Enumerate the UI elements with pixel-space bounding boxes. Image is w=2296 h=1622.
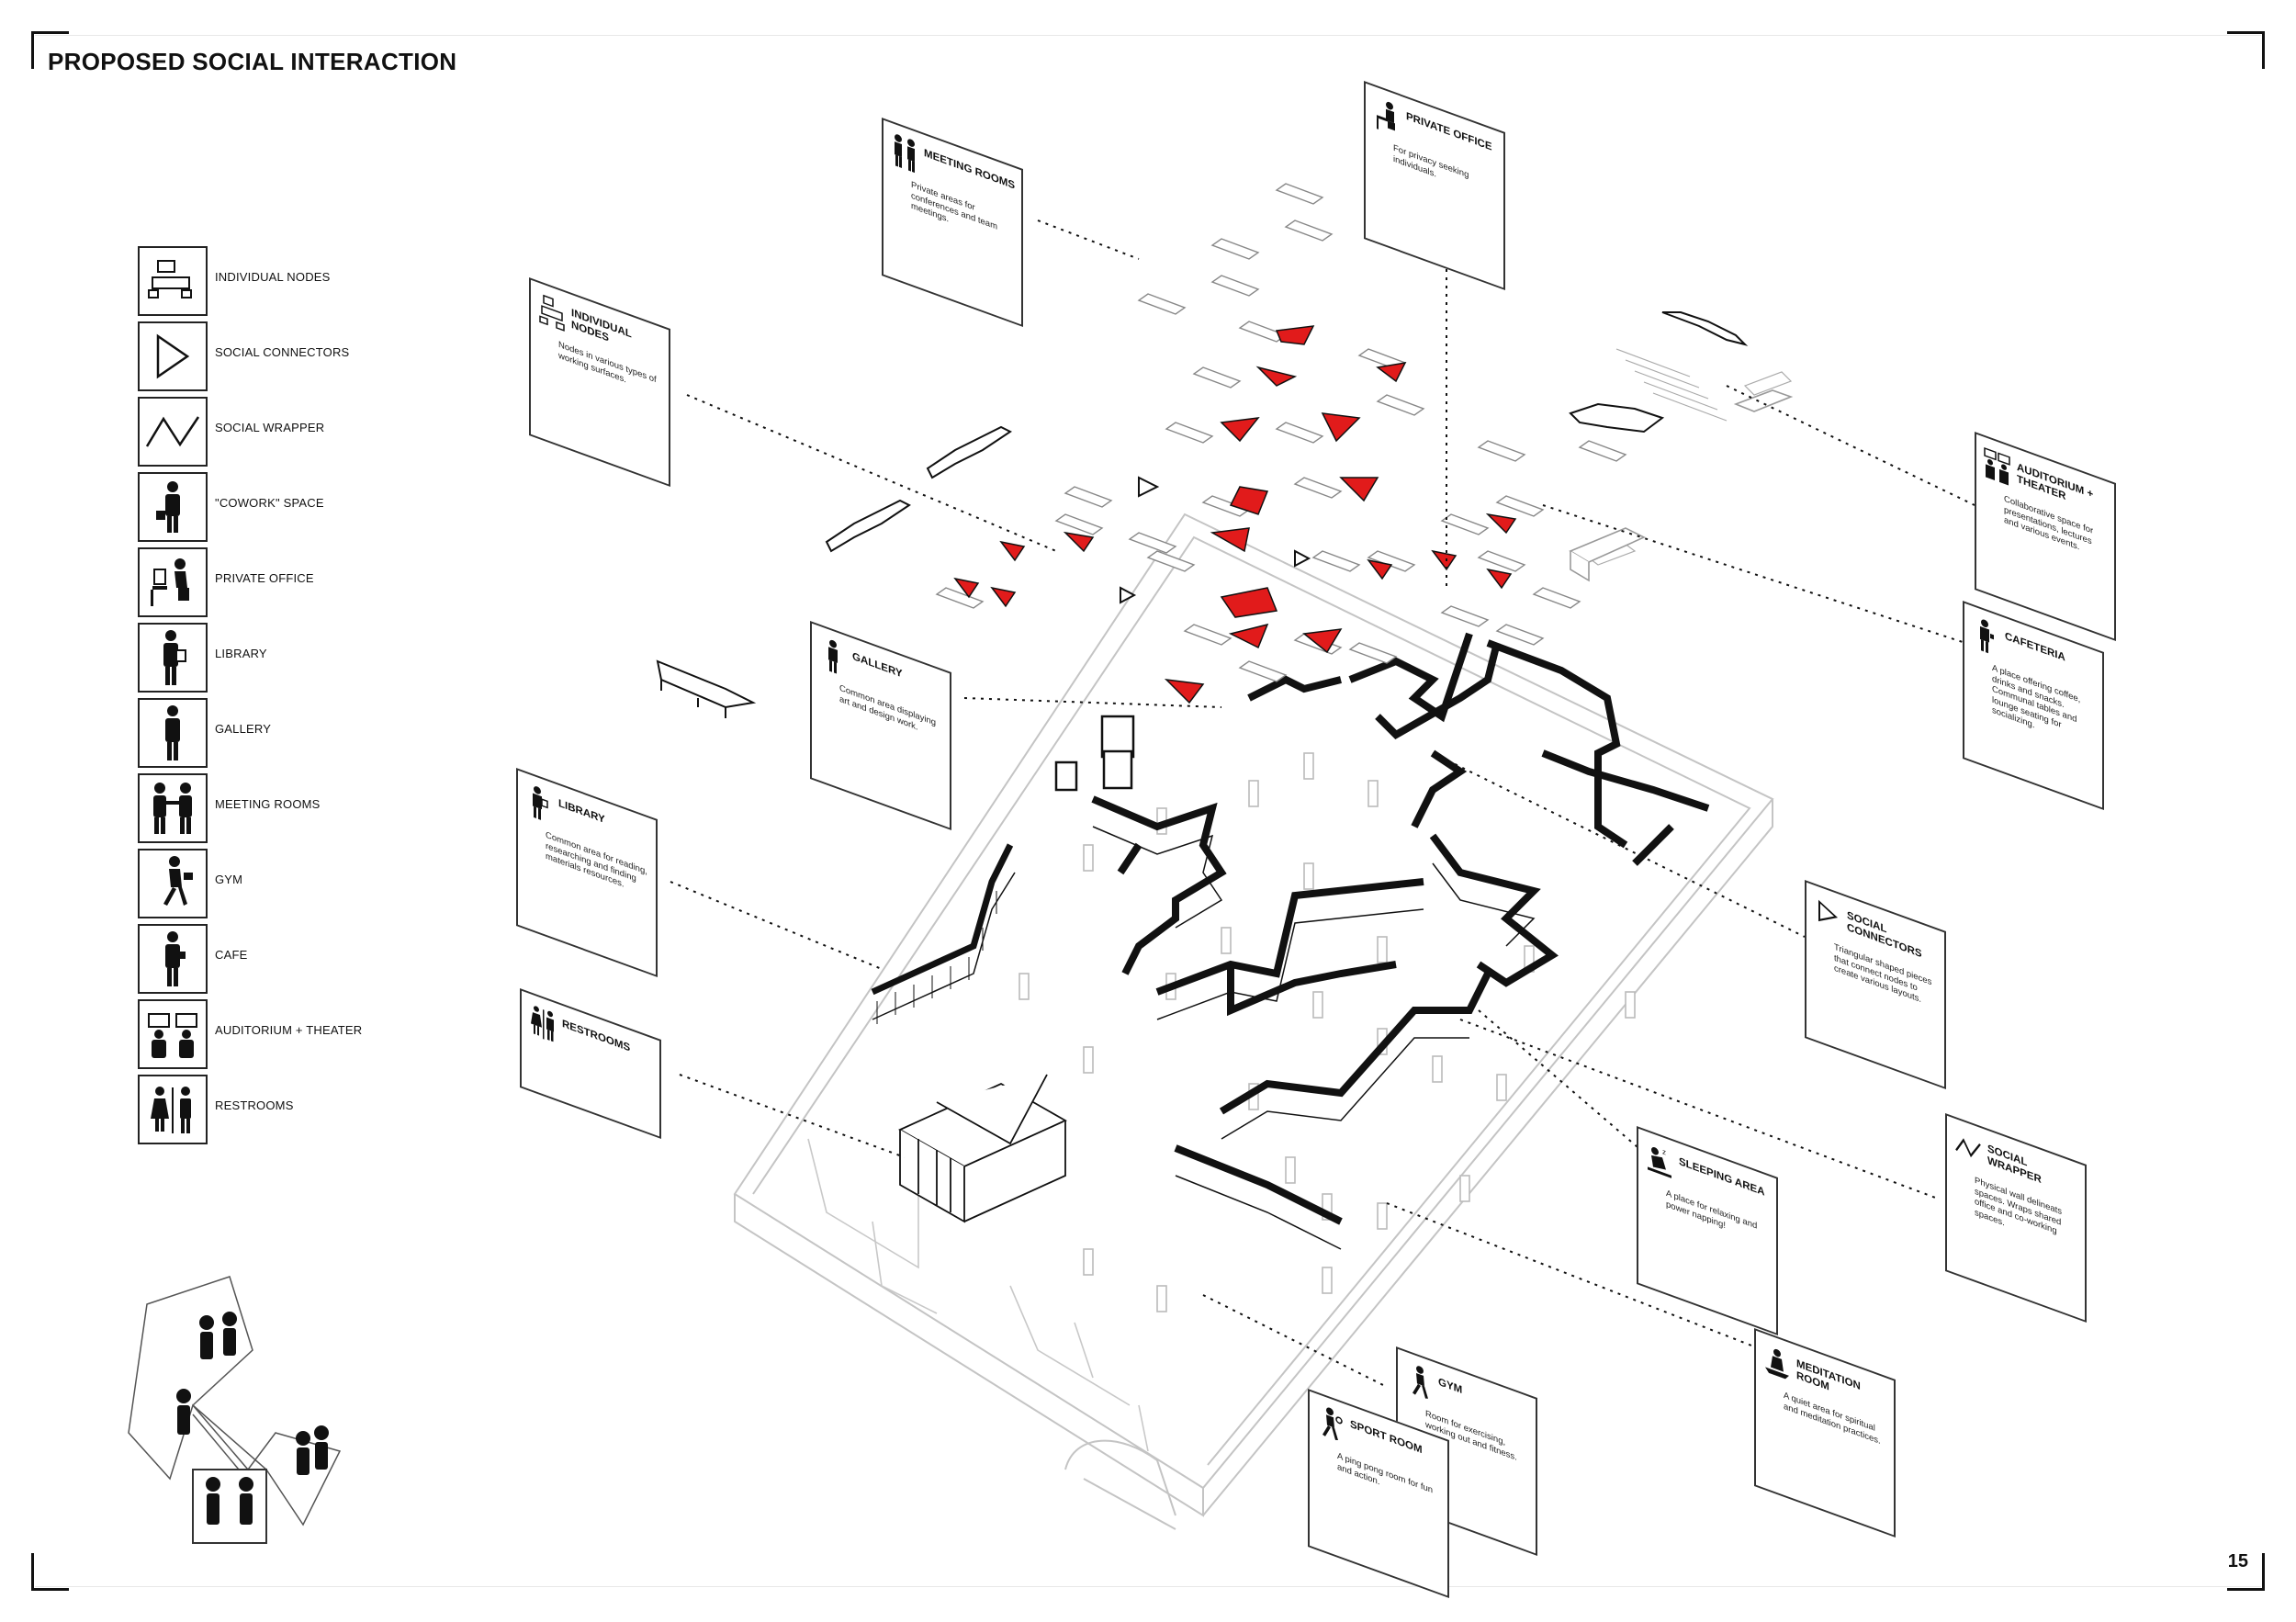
zigzag-icon xyxy=(138,397,208,467)
legend-item-social-connectors: SOCIAL CONNECTORS xyxy=(138,321,441,391)
legend-item-private-office: PRIVATE OFFICE xyxy=(138,547,441,617)
legend-item-gallery: GALLERY xyxy=(138,698,441,768)
social-wrapper-walls xyxy=(1091,632,1710,1225)
legend-label: PRIVATE OFFICE xyxy=(215,571,314,585)
individual-nodes-icon xyxy=(538,290,566,337)
cafeteria-block xyxy=(1569,389,1794,582)
desk-worker-icon xyxy=(138,547,208,617)
desk-worker-icon xyxy=(1373,94,1401,141)
crop-mark-bottom-left xyxy=(31,1553,69,1591)
card-description: Common area displaying art and design wo… xyxy=(839,682,937,733)
social-wrapper-wall-faces xyxy=(1092,826,1536,1250)
audience-icon xyxy=(138,999,208,1069)
legend-item-cowork: "COWORK" SPACE xyxy=(138,472,441,542)
floating-bench xyxy=(656,659,757,718)
social-triangle-pictogram xyxy=(128,1276,342,1544)
cowork-person-icon xyxy=(138,472,208,542)
leader-lines xyxy=(670,211,1975,1388)
open-triangle-connectors xyxy=(1120,476,1311,604)
page-number: 15 xyxy=(2227,1551,2248,1571)
standing-person-icon xyxy=(819,634,847,681)
legend-label: GYM xyxy=(215,873,243,886)
ping-pong-icon xyxy=(1317,1402,1345,1448)
card-description: Private areas for conferences and team m… xyxy=(911,179,998,232)
card-social-connectors: SOCIAL CONNECTORS Triangular shaped piec… xyxy=(1805,880,1946,1090)
legend-label: MEETING ROOMS xyxy=(215,797,321,811)
reader-icon xyxy=(138,623,208,693)
card-restrooms: RESTROOMS xyxy=(520,988,661,1140)
crop-mark-top-left xyxy=(31,31,69,69)
handshake-icon xyxy=(138,773,208,843)
meditation-icon xyxy=(1763,1341,1791,1388)
card-description: A place for relaxing and power napping! xyxy=(1666,1188,1758,1232)
card-description: Common area for reading, researching and… xyxy=(546,829,647,890)
legend-label: CAFE xyxy=(215,948,248,962)
card-meditation-room: MEDITATION ROOM A quiet area for spiritu… xyxy=(1754,1328,1896,1538)
svg-text:z: z xyxy=(1662,1147,1666,1156)
legend-item-gym: GYM xyxy=(138,849,441,918)
zigzag-icon xyxy=(1954,1126,1982,1173)
legend-item-social-wrapper: SOCIAL WRAPPER xyxy=(138,397,441,467)
card-description: For privacy seeking individuals. xyxy=(1393,142,1469,181)
card-gym: GYM Room for exercising, working out and… xyxy=(1396,1346,1537,1557)
card-meeting-rooms: MEETING ROOMS Private areas for conferen… xyxy=(882,118,1023,328)
page-title: PROPOSED SOCIAL INTERACTION xyxy=(48,48,457,75)
bottom-border-line xyxy=(35,1586,2261,1587)
handshake-icon xyxy=(891,130,918,177)
interior-rooms xyxy=(807,1138,1149,1452)
node-modules xyxy=(825,311,1749,553)
restroom-icon xyxy=(529,1001,557,1048)
legend-label: SOCIAL CONNECTORS xyxy=(215,345,350,359)
legend-item-library: LIBRARY xyxy=(138,623,441,693)
crop-mark-top-right xyxy=(2227,31,2265,69)
individual-nodes-icon xyxy=(138,246,208,316)
card-private-office: PRIVATE OFFICE For privacy seeking indiv… xyxy=(1364,81,1505,291)
social-connectors xyxy=(953,325,1517,704)
card-sport-room: SPORT ROOM A ping pong room for fun and … xyxy=(1308,1389,1449,1599)
sleeper-icon: z xyxy=(1646,1139,1673,1186)
legend-label: GALLERY xyxy=(215,722,272,736)
triangle-icon xyxy=(1814,893,1841,940)
legend-item-meeting-rooms: MEETING ROOMS xyxy=(138,773,441,843)
audience-icon xyxy=(1984,445,2011,491)
standing-person-icon xyxy=(138,698,208,768)
legend-item-individual-nodes: INDIVIDUAL NODES xyxy=(138,246,441,316)
legend-item-restrooms: RESTROOMS xyxy=(138,1075,441,1144)
card-social-wrapper: SOCIAL WRAPPER Physical wall delineats s… xyxy=(1945,1113,2087,1324)
legend-label: "COWORK" SPACE xyxy=(215,496,324,510)
top-border-line xyxy=(35,35,2261,36)
coffee-person-icon xyxy=(1972,614,1999,660)
legend-label: LIBRARY xyxy=(215,647,267,660)
restrooms-block xyxy=(898,1074,1067,1223)
legend-label: SOCIAL WRAPPER xyxy=(215,421,325,434)
runner-icon xyxy=(138,849,208,918)
card-individual-nodes: INDIVIDUAL NODES Nodes in various types … xyxy=(529,277,670,488)
legend-item-cafe: CAFE xyxy=(138,924,441,994)
card-description: A place offering coffee, drinks and snac… xyxy=(1992,662,2081,731)
legend-label: RESTROOMS xyxy=(215,1098,294,1112)
card-auditorium: AUDITORIUM + THEATER Collaborative space… xyxy=(1975,432,2116,642)
card-description: A ping pong room for fun and action. xyxy=(1337,1450,1434,1496)
triangle-icon xyxy=(138,321,208,391)
restroom-icon xyxy=(138,1075,208,1144)
library-bookshelf xyxy=(871,843,1016,1024)
coffee-person-icon xyxy=(138,924,208,994)
card-cafeteria: CAFETERIA A place offering coffee, drink… xyxy=(1963,601,2104,811)
runner-icon xyxy=(1405,1359,1433,1406)
card-gallery: GALLERY Common area displaying art and d… xyxy=(810,621,951,831)
card-library: LIBRARY Common area for reading, researc… xyxy=(516,768,658,978)
legend-item-auditorium: AUDITORIUM + THEATER xyxy=(138,999,441,1069)
desk-clusters xyxy=(935,183,1627,682)
legend-label: AUDITORIUM + THEATER xyxy=(215,1023,363,1037)
floor-slab-outline xyxy=(733,513,1774,1530)
legend-label: INDIVIDUAL NODES xyxy=(215,270,331,284)
crop-mark-bottom-right xyxy=(2227,1553,2265,1591)
gallery-panels xyxy=(1054,715,1135,792)
reader-icon xyxy=(525,781,553,828)
columns xyxy=(1019,752,1636,1312)
card-sleeping-area: z SLEEPING AREA A place for relaxing and… xyxy=(1637,1126,1778,1336)
